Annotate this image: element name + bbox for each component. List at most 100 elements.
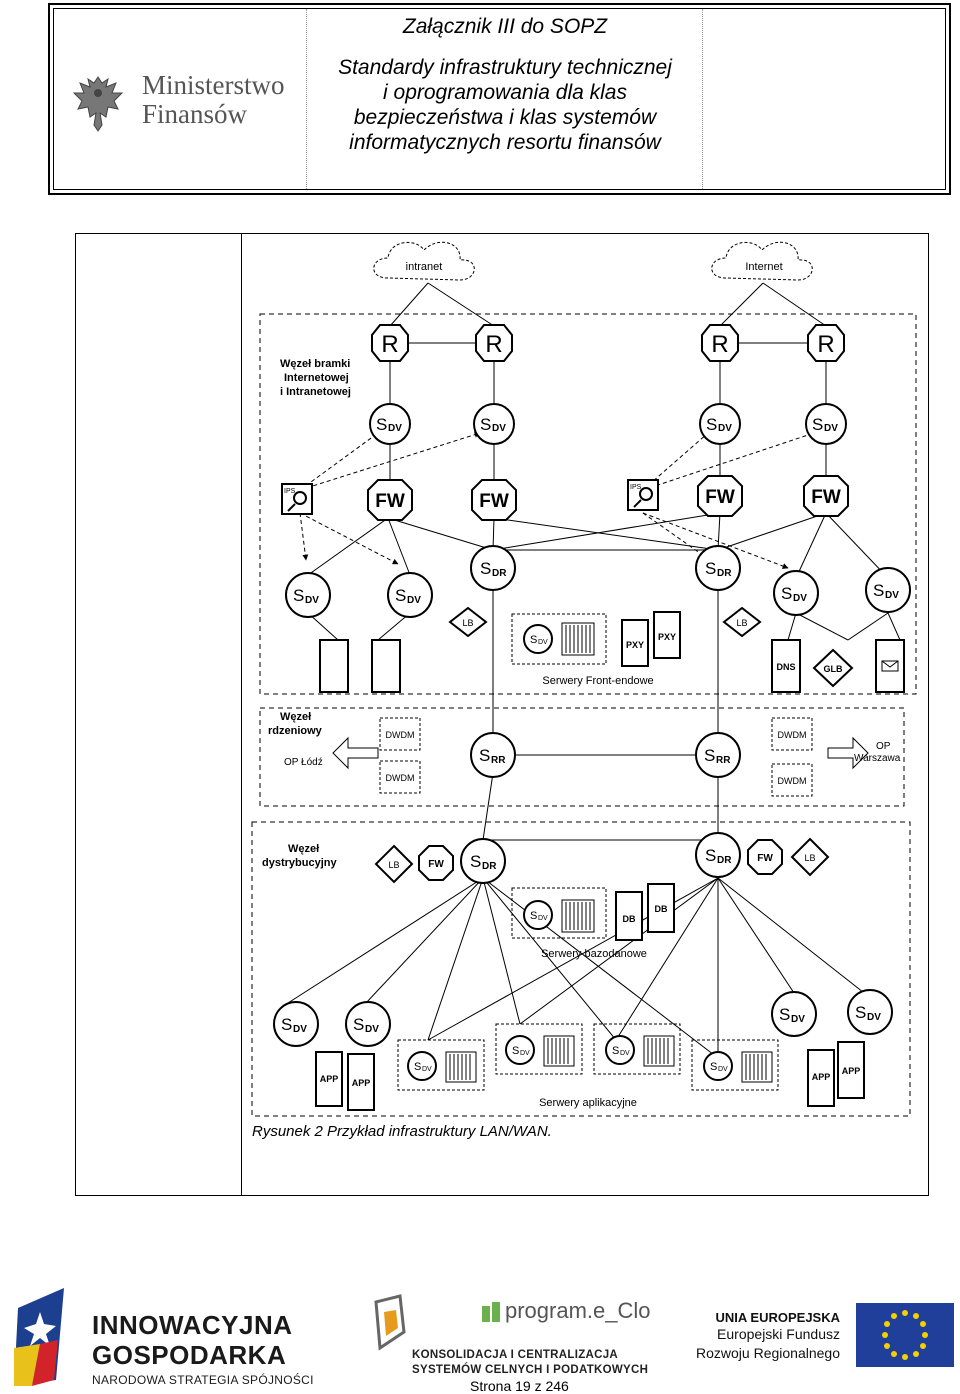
svg-text:DWDM: DWDM bbox=[386, 773, 415, 783]
svg-text:S: S bbox=[812, 415, 823, 434]
app-server-icon: APP bbox=[837, 1041, 865, 1099]
svg-text:S: S bbox=[704, 746, 715, 765]
mail-server-icon bbox=[875, 639, 905, 693]
svg-text:S: S bbox=[612, 1045, 619, 1057]
svg-text:S: S bbox=[779, 1005, 790, 1024]
svg-text:DNS: DNS bbox=[776, 662, 795, 672]
svg-text:FW: FW bbox=[428, 859, 444, 870]
ig-line-3: NARODOWA STRATEGIA SPÓJNOŚCI bbox=[92, 1373, 314, 1387]
proxy-server-icon: PXY bbox=[621, 619, 649, 667]
ig-line-2: GOSPODARKA bbox=[92, 1340, 287, 1370]
svg-text:DV: DV bbox=[538, 915, 548, 922]
content-table bbox=[75, 233, 929, 1196]
svg-text:DB: DB bbox=[623, 914, 636, 924]
blade-server-icon bbox=[561, 899, 595, 933]
svg-text:DWDM: DWDM bbox=[778, 776, 807, 786]
svg-text:Internet: Internet bbox=[745, 261, 782, 273]
header-divider bbox=[702, 9, 703, 189]
firewall-icon: FW bbox=[747, 839, 783, 875]
app-server-icon: APP bbox=[807, 1049, 835, 1107]
router-icon: R bbox=[371, 324, 409, 362]
router-icon: R bbox=[475, 324, 513, 362]
cloud-intranet: intranet bbox=[373, 241, 475, 281]
svg-text:APP: APP bbox=[812, 1072, 831, 1082]
eu-fund-text: UNIA EUROPEJSKA Europejski Fundusz Rozwo… bbox=[696, 1310, 840, 1361]
load-balancer-icon: LB bbox=[790, 837, 830, 877]
svg-text:DV: DV bbox=[793, 593, 807, 604]
dns-server-icon: DNS bbox=[771, 639, 801, 693]
svg-text:S: S bbox=[480, 559, 491, 578]
svg-text:DV: DV bbox=[388, 423, 402, 434]
svg-text:DR: DR bbox=[492, 568, 507, 579]
firewall-icon: FW bbox=[367, 479, 413, 521]
cloud-internet: Internet bbox=[711, 241, 813, 281]
svg-text:S: S bbox=[414, 1061, 421, 1073]
database-server-icon: DB bbox=[615, 891, 643, 941]
svg-text:S: S bbox=[706, 415, 717, 434]
program-eclo-logo: program.e_Clo KONSOLIDACJA I CENTRALIZAC… bbox=[370, 1292, 651, 1376]
svg-text:DV: DV bbox=[422, 1066, 432, 1073]
ips-icon: IPS bbox=[627, 479, 659, 511]
svg-text:DV: DV bbox=[718, 1066, 728, 1073]
svg-text:S: S bbox=[293, 586, 304, 605]
svg-text:S: S bbox=[530, 910, 537, 922]
svg-text:S: S bbox=[353, 1015, 364, 1034]
svg-text:S: S bbox=[470, 852, 481, 871]
app-server-icon: APP bbox=[347, 1053, 375, 1111]
svg-text:DV: DV bbox=[538, 639, 548, 646]
svg-text:DV: DV bbox=[293, 1024, 307, 1035]
op-warszawa-label: Warszawa bbox=[854, 753, 901, 764]
svg-text:DV: DV bbox=[791, 1014, 805, 1025]
svg-text:S: S bbox=[480, 415, 491, 434]
svg-text:IPS: IPS bbox=[630, 484, 642, 491]
svg-text:FW: FW bbox=[375, 491, 405, 512]
svg-text:RR: RR bbox=[716, 755, 731, 766]
database-server-icon: DB bbox=[647, 883, 675, 933]
firewall-icon: FW bbox=[697, 475, 743, 517]
svg-text:DR: DR bbox=[717, 855, 732, 866]
header-inner-frame: Ministerstwo Finansów Załącznik III do S… bbox=[53, 8, 946, 190]
lan-wan-diagram: intranet Internet Węzeł bramki Interneto… bbox=[251, 241, 917, 1117]
figure-caption: Rysunek 2 Przykład infrastruktury LAN/WA… bbox=[252, 1123, 552, 1140]
svg-text:S: S bbox=[530, 634, 537, 646]
innowacyjna-gospodarka-logo: INNOWACYJNA GOSPODARKA NARODOWA STRATEGI… bbox=[10, 1288, 313, 1393]
svg-text:PXY: PXY bbox=[658, 632, 676, 642]
konsolidacja-line-1: KONSOLIDACJA I CENTRALIZACJA bbox=[412, 1349, 619, 1361]
svg-text:LB: LB bbox=[388, 860, 399, 870]
load-balancer-icon: LB bbox=[374, 844, 414, 884]
glb-icon: GLB bbox=[812, 648, 854, 688]
svg-text:DV: DV bbox=[885, 590, 899, 601]
svg-text:DV: DV bbox=[365, 1024, 379, 1035]
program-icon bbox=[482, 1302, 500, 1322]
header-divider bbox=[306, 9, 307, 189]
proxy-server-icon: PXY bbox=[653, 611, 681, 659]
program-label: program.e_Clo bbox=[505, 1298, 651, 1323]
annex-label: Załącznik III do SOPZ bbox=[402, 15, 608, 38]
ministry-logo: Ministerstwo Finansów bbox=[72, 69, 292, 139]
svg-text:S: S bbox=[512, 1045, 519, 1057]
svg-text:RR: RR bbox=[491, 755, 506, 766]
svg-text:DV: DV bbox=[520, 1050, 530, 1057]
eclo-emblem-icon bbox=[374, 1294, 406, 1351]
svg-text:LB: LB bbox=[462, 618, 473, 628]
op-lodz-label: OP Łódź bbox=[284, 757, 323, 768]
svg-text:S: S bbox=[395, 586, 406, 605]
svg-text:DV: DV bbox=[492, 423, 506, 434]
app-server-icon: APP bbox=[315, 1051, 343, 1107]
svg-text:DWDM: DWDM bbox=[386, 730, 415, 740]
